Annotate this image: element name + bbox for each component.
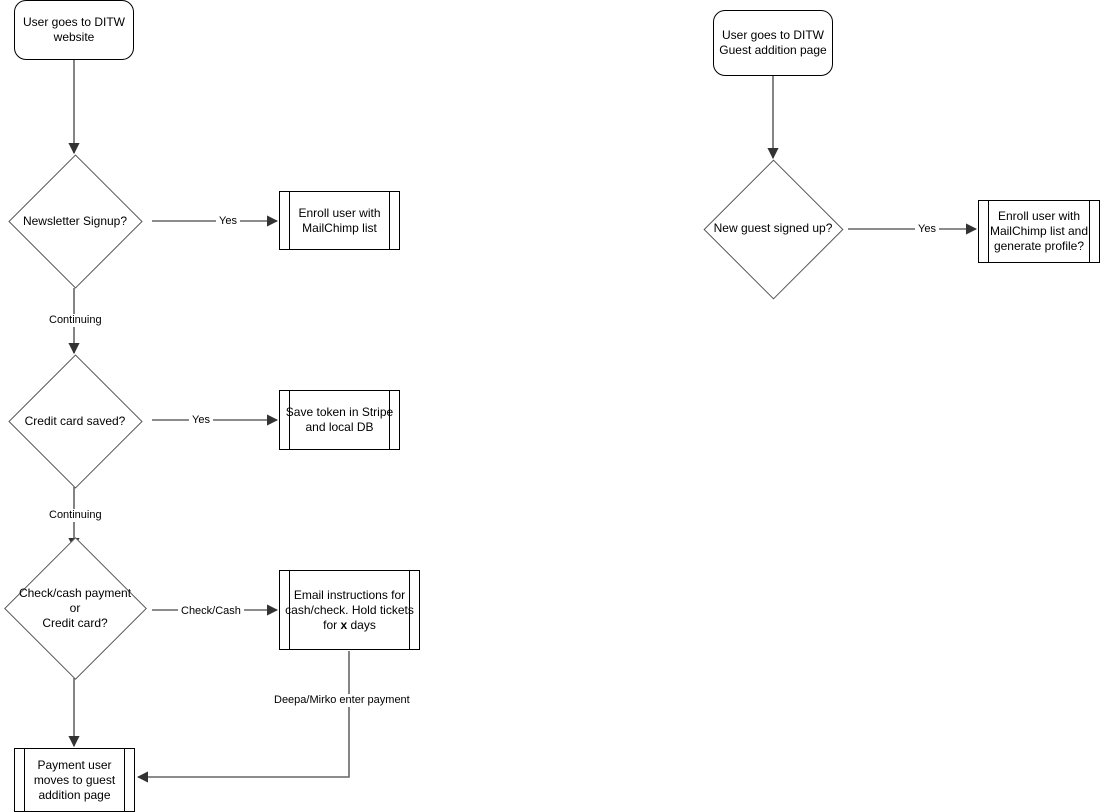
edge-label-payment-check-cash: Check/Cash: [178, 605, 244, 618]
node-enroll-mailchimp-label: Enroll user with MailChimp list: [298, 205, 381, 235]
node-credit-card-saved[interactable]: Credit card saved?: [0, 354, 152, 489]
edge-label-newsletter-yes: Yes: [216, 215, 240, 228]
node-start-guest-page-label: User goes to DITW Guest addition page: [719, 28, 827, 57]
edge-label-newsletter-continuing: Continuing: [46, 314, 105, 327]
edge-label-deepa-mirko: Deepa/Mirko enter payment: [271, 694, 413, 707]
node-enroll-mailchimp-profile-label: Enroll user with MailChimp list and gene…: [989, 209, 1089, 253]
node-payment-user-moves-label: Payment user moves to guest addition pag…: [33, 757, 116, 802]
node-credit-card-saved-label: Credit card saved?: [24, 413, 126, 428]
node-start-website-label: User goes to DITW website: [22, 15, 126, 44]
email-label-after: days: [347, 617, 376, 632]
email-label-before: Email instructions for cash/check. Hold …: [285, 587, 414, 632]
edge-label-guest-yes: Yes: [915, 223, 939, 236]
email-label-bold: x: [340, 617, 348, 632]
node-start-guest-page[interactable]: User goes to DITW Guest addition page: [713, 10, 833, 76]
node-enroll-mailchimp-profile[interactable]: Enroll user with MailChimp list and gene…: [978, 200, 1100, 263]
node-enroll-mailchimp[interactable]: Enroll user with MailChimp list: [279, 191, 400, 250]
node-newsletter-signup-label: Newsletter Signup?: [22, 213, 128, 228]
node-save-token[interactable]: Save token in Stripe and local DB: [279, 390, 400, 450]
node-start-website[interactable]: User goes to DITW website: [14, 0, 134, 60]
node-payment-type[interactable]: Check/cash payment or Credit card?: [0, 537, 152, 680]
node-email-instructions-label: Email instructions for cash/check. Hold …: [280, 588, 419, 633]
node-payment-type-label: Check/cash payment or Credit card?: [18, 585, 132, 630]
node-new-guest-signed-up[interactable]: New guest signed up?: [698, 158, 848, 300]
node-email-instructions[interactable]: Email instructions for cash/check. Hold …: [279, 570, 420, 650]
node-payment-user-moves[interactable]: Payment user moves to guest addition pag…: [14, 748, 135, 812]
edge-label-credit-card-yes: Yes: [189, 414, 213, 427]
node-save-token-label: Save token in Stripe and local DB: [285, 405, 394, 434]
edge-email-to-guestpage: [136, 651, 350, 783]
edge-label-credit-card-continuing: Continuing: [46, 509, 105, 522]
node-new-guest-signed-up-label: New guest signed up?: [713, 221, 833, 235]
node-newsletter-signup[interactable]: Newsletter Signup?: [0, 154, 152, 289]
